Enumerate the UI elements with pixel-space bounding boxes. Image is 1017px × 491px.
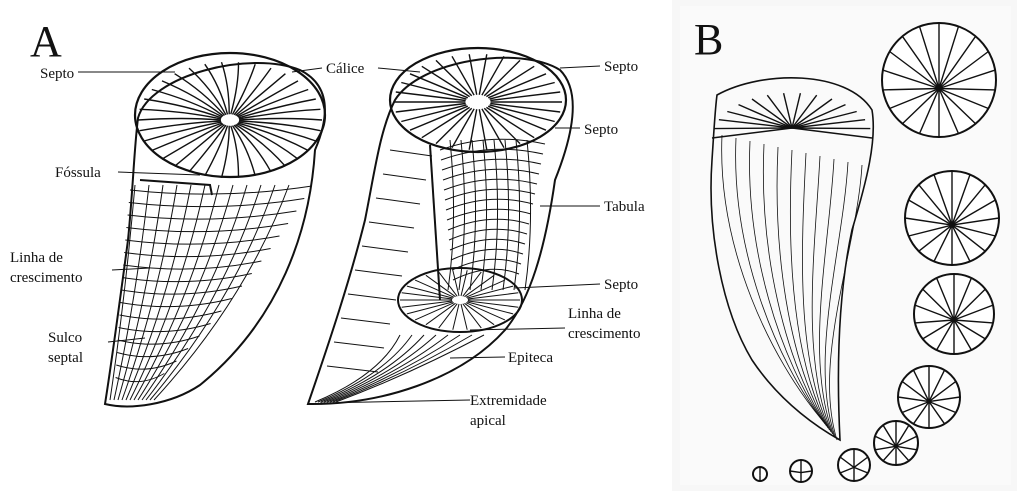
panel-a-drawing: A [0, 0, 670, 491]
horn-septum [792, 128, 870, 129]
horn-septum-trace [777, 147, 828, 428]
horn-coral-septa-diagram [711, 78, 873, 440]
label-tabula: Tabula [604, 199, 645, 215]
horn-septum [712, 128, 792, 138]
label-septo-low-right: Septo [604, 277, 638, 293]
horn-septum [792, 128, 872, 138]
label-septo-left: Septo [40, 66, 74, 82]
horn-septum-trace [790, 150, 829, 430]
septum-section-line [514, 140, 520, 290]
tabula-line [445, 189, 535, 200]
label-sulco-septal-1: Sulco [48, 330, 82, 346]
septum-line [239, 119, 322, 121]
cross-section-series [753, 23, 999, 482]
growth-line [341, 318, 390, 324]
septum-line [234, 68, 271, 115]
tabula-line [442, 159, 541, 170]
growth-line [121, 286, 242, 294]
cross-section-circle [753, 467, 767, 481]
growth-line [376, 198, 420, 204]
cross-section-circle [790, 460, 812, 482]
septal-furrow [154, 185, 289, 400]
horn-septum-trace [825, 162, 848, 438]
septal-furrow [110, 185, 135, 400]
tabula-line [447, 209, 531, 220]
label-extremidade-apical-2: apical [470, 413, 506, 429]
tabula-line [448, 219, 529, 230]
label-sulco-septal-2: septal [48, 350, 83, 366]
septum-line [239, 121, 320, 131]
label-fossula: Fóssula [55, 165, 101, 181]
septum-line [233, 126, 256, 176]
growth-line [362, 246, 408, 252]
label-epiteca: Epiteca [508, 350, 553, 366]
label-septo-mid-right: Septo [584, 122, 618, 138]
cross-section-circle [905, 171, 999, 265]
label-extremidade-apical-1: Extremidade [470, 393, 547, 409]
horn-septum-trace [829, 165, 862, 440]
label-linha-crescimento-right-1: Linha de [568, 306, 621, 322]
growth-line [120, 299, 232, 307]
panel-b-drawing: B [672, 0, 1017, 491]
panel-a-letter: A [30, 17, 62, 66]
label-linha-crescimento-right-2: crescimento [568, 326, 640, 342]
horn-septum-trace [722, 135, 822, 420]
horn-septum-trace [736, 138, 824, 422]
tabula-line [451, 249, 523, 260]
cross-section-circle [914, 274, 994, 354]
cross-section-circle [838, 449, 870, 481]
growth-line [129, 199, 304, 207]
tabula-line [449, 229, 527, 240]
growth-line [390, 150, 432, 156]
growth-line [355, 270, 402, 276]
septum-section-line [503, 140, 509, 290]
cross-section-circle [874, 421, 918, 465]
growth-line [383, 174, 426, 180]
tabula-line [450, 239, 525, 250]
label-linha-crescimento-left-2: crescimento [10, 270, 82, 286]
panel-b: B [672, 0, 1017, 491]
panel-a: A [0, 0, 670, 491]
growth-line [348, 294, 396, 300]
cross-section-circle [882, 23, 996, 137]
section-septum [465, 275, 495, 296]
section-septum [426, 303, 456, 324]
septal-furrow [150, 185, 275, 400]
septum-line [138, 119, 221, 121]
growth-line [117, 349, 188, 357]
septum-line [144, 99, 221, 118]
septum-section-line [525, 140, 531, 290]
septum-line [175, 74, 225, 116]
septum-section-line [492, 140, 498, 290]
tabula-line [443, 169, 539, 180]
growth-line [369, 222, 414, 228]
growth-line [120, 311, 222, 319]
growth-line [130, 186, 312, 194]
cross-section-circle [898, 366, 960, 428]
horn-septum [714, 128, 792, 129]
label-calice: Cálice [326, 61, 365, 77]
label-septo-top-right: Septo [604, 59, 638, 75]
coral-left-illustration [105, 53, 325, 406]
septum-line [239, 122, 316, 141]
septum-section-line [481, 140, 487, 290]
growth-line [334, 342, 384, 348]
section-septum [465, 303, 495, 324]
label-linha-crescimento-left-1: Linha de [10, 250, 63, 266]
septum-line [140, 121, 221, 131]
section-septum [426, 275, 456, 296]
growth-line [119, 324, 211, 332]
panel-b-letter: B [694, 15, 723, 64]
tabula-line [444, 179, 537, 190]
